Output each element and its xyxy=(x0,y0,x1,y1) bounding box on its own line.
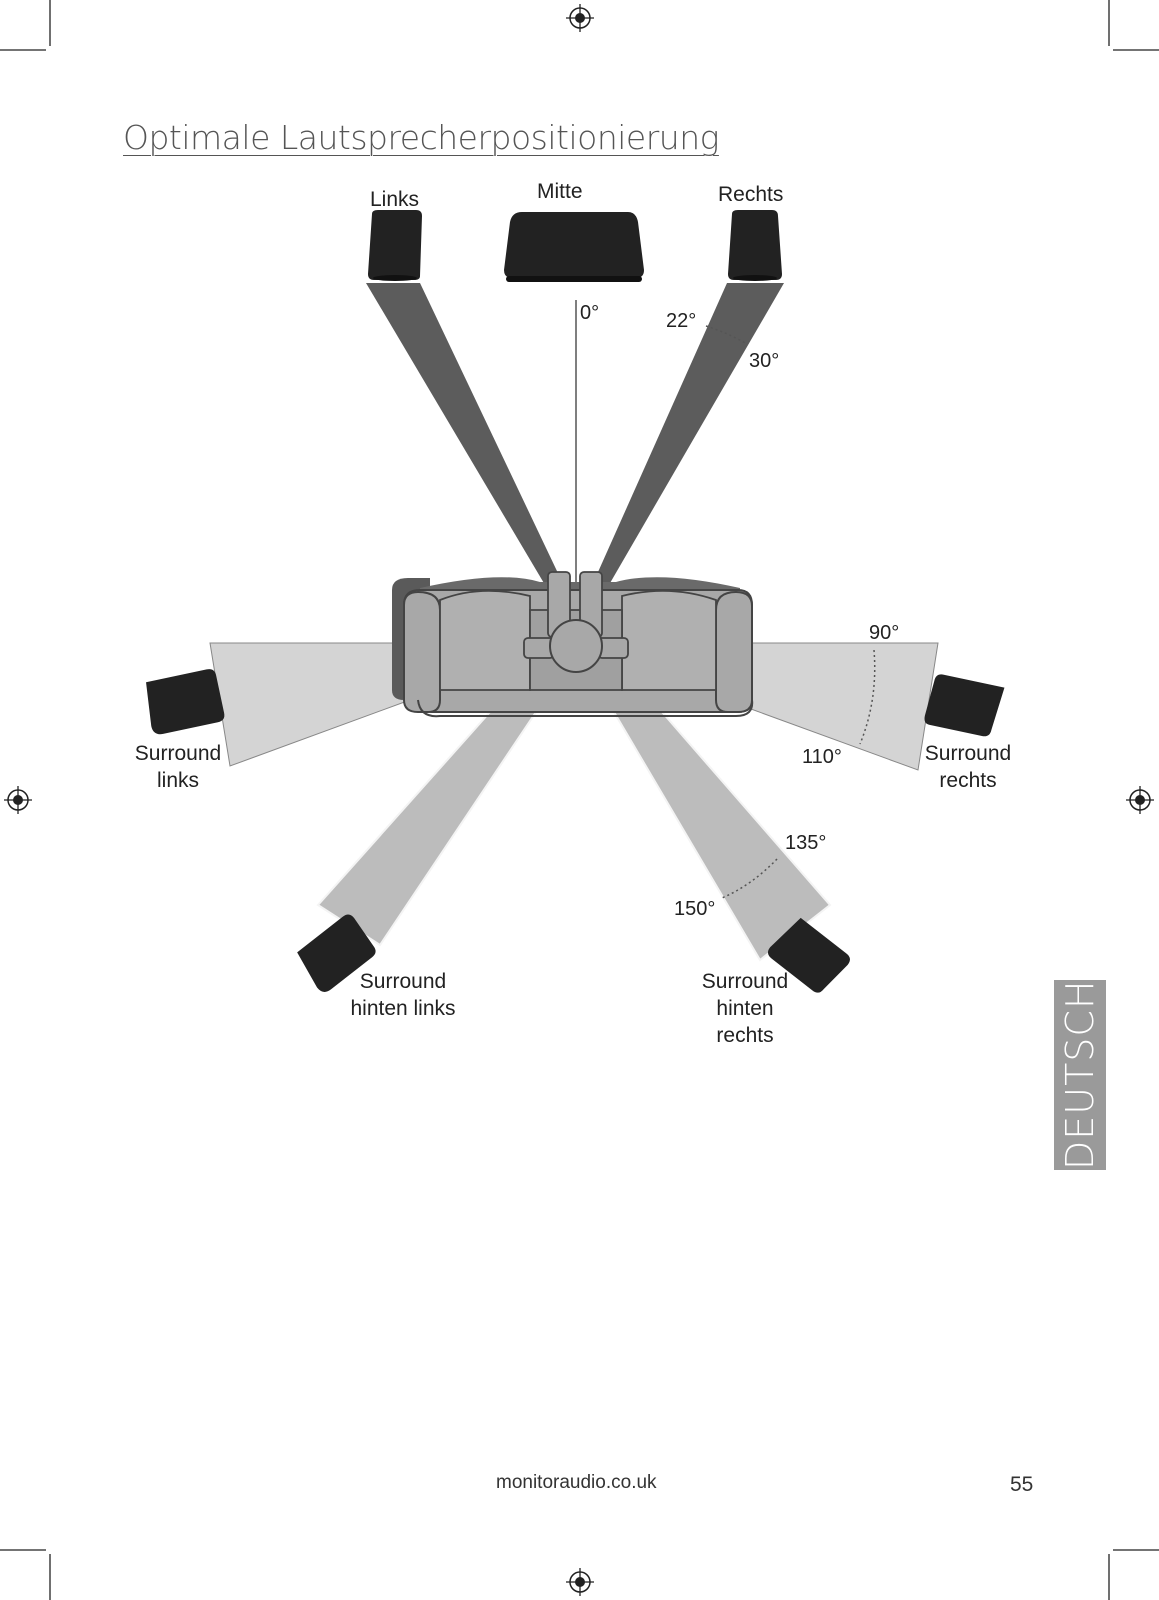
label-mitte: Mitte xyxy=(537,180,583,203)
speaker-rechts xyxy=(728,210,782,281)
beam-rear-left xyxy=(316,711,538,947)
angle-135: 135° xyxy=(785,832,827,854)
registration-mark-left xyxy=(4,786,32,814)
registration-mark-top xyxy=(566,4,594,32)
sofa xyxy=(392,571,754,718)
registration-mark-bottom xyxy=(566,1568,594,1596)
page-title: Optimale Lautsprecherpositionierung xyxy=(123,118,719,157)
page-number: 55 xyxy=(1010,1473,1034,1496)
language-tab-label: DEUTSCH xyxy=(1058,979,1102,1170)
speaker-links xyxy=(368,210,422,281)
angle-110: 110° xyxy=(802,746,842,768)
beam-front-right xyxy=(590,283,784,590)
speaker-surround-rechts xyxy=(924,674,1005,737)
arc-90-110 xyxy=(859,649,876,745)
speaker-mitte xyxy=(504,212,644,282)
beam-front-left xyxy=(366,283,566,590)
label-rechts: Rechts xyxy=(718,183,784,206)
angle-150: 150° xyxy=(674,898,716,920)
speaker-surround-hinten-links xyxy=(297,914,376,992)
arc-135-150 xyxy=(721,858,778,899)
speaker-surround-links xyxy=(146,669,225,735)
registration-mark-right xyxy=(1126,786,1154,814)
angle-30: 30° xyxy=(749,350,780,372)
angle-22: 22° xyxy=(666,310,697,332)
angle-0: 0° xyxy=(580,302,600,324)
angle-90: 90° xyxy=(869,622,900,644)
label-links: Links xyxy=(370,188,420,211)
speaker-surround-hinten-rechts xyxy=(768,917,850,993)
beam-surround-left xyxy=(209,642,411,767)
arc-22-30 xyxy=(705,325,748,345)
language-tab: DEUTSCH xyxy=(1054,979,1106,1170)
footer-url: monitoraudio.co.uk xyxy=(496,1472,657,1493)
